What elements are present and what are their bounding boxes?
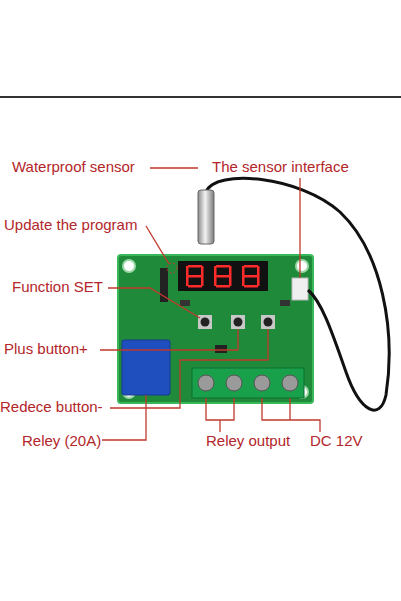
callout-label: Function SET — [12, 278, 103, 295]
segment — [188, 275, 202, 278]
callout-label: Reley output — [206, 432, 290, 449]
segment — [244, 285, 258, 288]
terminal-screw — [282, 375, 298, 391]
leader-line — [102, 395, 146, 440]
segment — [214, 266, 217, 286]
segment — [216, 285, 230, 288]
segment — [188, 285, 202, 288]
terminal-block — [192, 368, 304, 398]
smd-part — [180, 300, 190, 306]
callout-label: DC 12V — [310, 432, 363, 449]
terminal-screw — [254, 375, 270, 391]
leader-line — [206, 398, 234, 432]
smd-part — [215, 345, 227, 353]
sensor-connector — [292, 278, 308, 300]
relay — [122, 340, 170, 395]
callout-label: Reley (20A) — [22, 432, 101, 449]
mount-hole — [123, 260, 135, 272]
sensor-cable — [206, 178, 389, 410]
leader-line — [262, 398, 320, 432]
leader-line — [146, 226, 169, 264]
segment — [242, 266, 245, 286]
temperature-probe — [198, 190, 214, 244]
callout-label: The sensor interface — [212, 158, 349, 175]
top-rule — [0, 96, 401, 98]
smd-part — [280, 300, 290, 306]
callout-label: Update the program — [4, 216, 137, 233]
mount-hole — [296, 260, 308, 272]
callout-label: Waterproof sensor — [12, 158, 135, 175]
leader-line — [150, 167, 198, 168]
segment — [188, 265, 202, 268]
leader-line — [299, 178, 300, 278]
segment — [244, 275, 258, 278]
set-button-base — [198, 315, 212, 329]
minus-button — [264, 318, 273, 327]
segment — [216, 265, 230, 268]
minus-button-base — [261, 315, 275, 329]
terminal-screw — [198, 375, 214, 391]
set-button — [201, 318, 210, 327]
seven-segment-digits — [186, 265, 260, 288]
segment — [244, 265, 258, 268]
pcb-board — [118, 255, 313, 403]
plus-button — [234, 318, 243, 327]
callout-label: Plus button+ — [4, 340, 88, 357]
leader-line — [100, 329, 238, 350]
segment — [216, 275, 230, 278]
leader-line — [108, 288, 200, 318]
plus-button-base — [231, 315, 245, 329]
header-marker — [167, 263, 177, 273]
leader-line — [110, 329, 268, 408]
segment — [186, 266, 189, 286]
terminal-screw — [226, 375, 242, 391]
segment — [201, 266, 204, 286]
segment — [229, 266, 232, 286]
leader-lines — [100, 168, 320, 440]
led-display — [178, 261, 268, 291]
callout-label: Redece button- — [0, 398, 103, 415]
segment — [257, 266, 260, 286]
